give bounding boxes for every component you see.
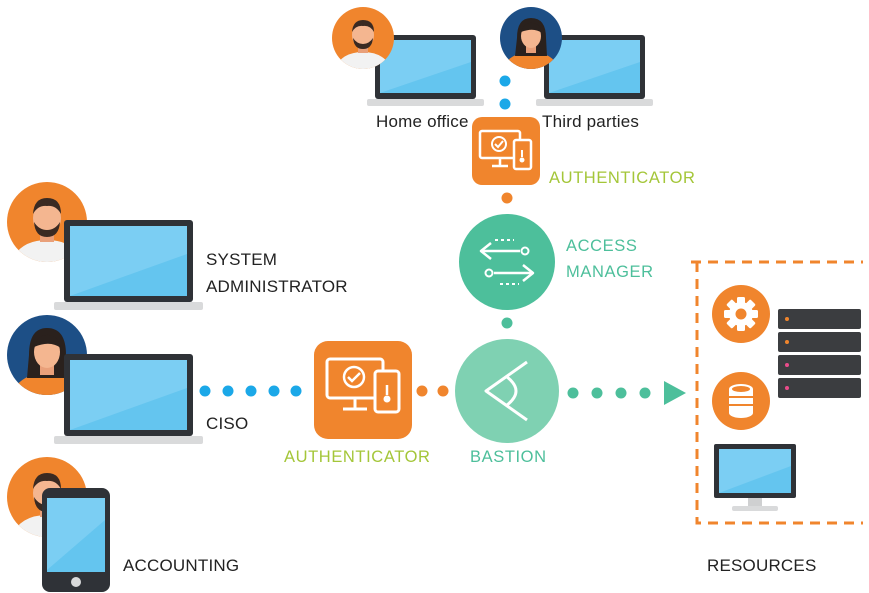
- desktop-monitor-icon: [714, 444, 796, 511]
- system-administrator-label-line1: SYSTEM: [206, 250, 278, 269]
- gear-icon: [712, 285, 770, 343]
- access-manager-label-line1: ACCESS: [566, 237, 638, 255]
- ciso-laptop: [54, 354, 203, 444]
- authenticator-top-label: AUTHENTICATOR: [549, 169, 696, 187]
- connector-dots-access-manager: [501, 317, 513, 329]
- bastion-icon: [455, 339, 559, 443]
- authenticator-mid-icon: [314, 341, 412, 439]
- bastion-label: BASTION: [470, 448, 547, 466]
- resources-border: [691, 260, 863, 525]
- connector-arrow-resources: [567, 381, 686, 405]
- home-office-label: Home office: [376, 112, 469, 131]
- authenticator-mid-label: AUTHENTICATOR: [284, 448, 431, 466]
- accounting-phone: [42, 488, 110, 592]
- third-parties-laptop: [536, 35, 653, 106]
- avatar-third-parties: [500, 7, 562, 69]
- connector-dots-home-office: [499, 75, 511, 110]
- access-manager-label-line2: MANAGER: [566, 263, 654, 281]
- server-rack-icon: [778, 309, 861, 398]
- authenticator-top-icon: [472, 117, 540, 185]
- accounting-label: ACCOUNTING: [123, 556, 240, 575]
- system-administrator-label-line2: ADMINISTRATOR: [206, 277, 348, 296]
- resources-label: RESOURCES: [707, 556, 817, 575]
- connector-dots-authenticator-top: [501, 192, 513, 204]
- connector-dots-authenticator-mid: [416, 385, 449, 397]
- ciso-label: CISO: [206, 414, 249, 433]
- third-parties-label: Third parties: [542, 112, 640, 131]
- home-office-laptop: [367, 35, 484, 106]
- database-icon: [712, 372, 770, 430]
- access-manager-icon: [459, 214, 555, 310]
- system-administrator-laptop: [54, 220, 203, 310]
- connector-dots-ciso: [199, 385, 302, 397]
